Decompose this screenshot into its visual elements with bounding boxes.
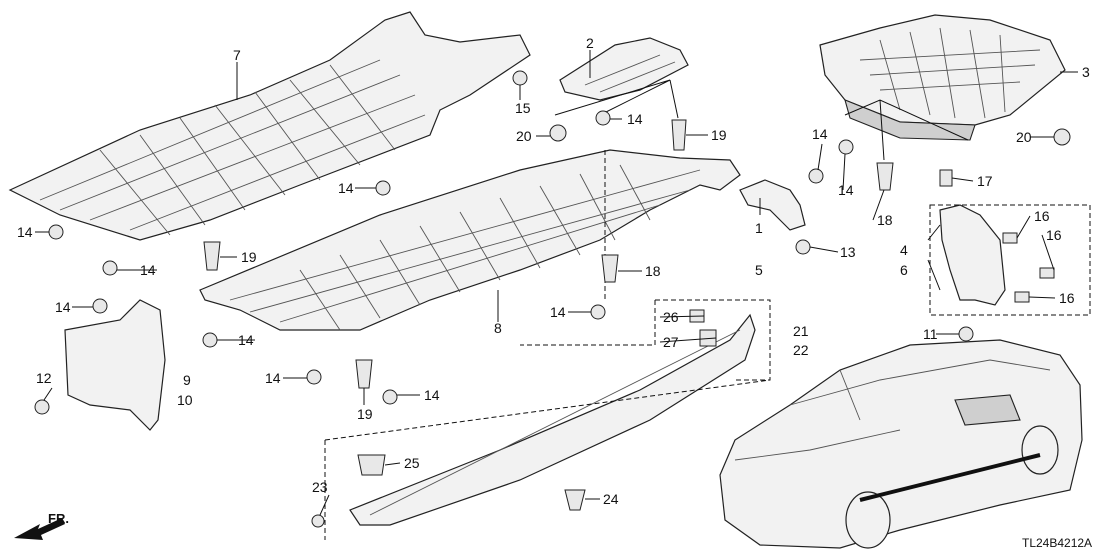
fastener	[102, 260, 118, 276]
callout-23: 23	[312, 479, 328, 495]
callout-21: 21	[793, 323, 809, 339]
callout-14: 14	[838, 182, 854, 198]
callout-14: 14	[424, 387, 440, 403]
undercover-7	[8, 11, 531, 241]
fastener	[808, 168, 824, 184]
front-marker-label: FR.	[48, 511, 69, 526]
fastener	[1002, 232, 1018, 244]
callout-20: 20	[1016, 129, 1032, 145]
callout-19: 19	[241, 249, 257, 265]
fastener	[34, 399, 50, 415]
fastener	[958, 326, 974, 342]
callout-12: 12	[36, 370, 52, 386]
callout-14: 14	[17, 224, 33, 240]
callout-14: 14	[338, 180, 354, 196]
callout-leaders	[35, 85, 1056, 516]
callout-5: 5	[755, 262, 763, 278]
callout-15: 15	[515, 100, 531, 116]
fastener	[1014, 291, 1030, 303]
callout-1: 1	[755, 220, 763, 236]
front-direction-arrow: FR.	[14, 511, 69, 540]
fasteners	[34, 70, 1071, 528]
callout-19: 19	[357, 406, 373, 422]
fastener	[48, 224, 64, 240]
fastener	[1053, 128, 1071, 146]
callout-7: 7	[233, 47, 241, 63]
fastener	[202, 332, 218, 348]
fastener	[355, 359, 373, 389]
leader-lines	[236, 50, 1078, 322]
callout-16: 16	[1046, 227, 1062, 243]
callout-16: 16	[1034, 208, 1050, 224]
callout-labels: 7 2 3 8 1 5 4 6 9 10 11 12 13 14 14 14 1…	[17, 35, 1090, 507]
callout-22: 22	[793, 342, 809, 358]
fastener	[595, 110, 611, 126]
callout-17: 17	[977, 173, 993, 189]
callout-4: 4	[900, 242, 908, 258]
fastener	[549, 124, 567, 142]
side-sill-21-22	[349, 313, 756, 526]
fastener	[590, 304, 606, 320]
fastener	[92, 298, 108, 314]
callout-2: 2	[586, 35, 594, 51]
callout-19: 19	[711, 127, 727, 143]
fastener	[671, 119, 687, 151]
bracket-1-5	[739, 179, 806, 231]
fastener	[795, 239, 811, 255]
callout-14: 14	[627, 111, 643, 127]
callout-9: 9	[183, 372, 191, 388]
callout-14: 14	[55, 299, 71, 315]
callout-16: 16	[1059, 290, 1075, 306]
callout-6: 6	[900, 262, 908, 278]
fastener	[876, 162, 894, 191]
figure-code: TL24B4212A	[1022, 536, 1092, 550]
callout-18: 18	[877, 212, 893, 228]
callout-13: 13	[840, 244, 856, 260]
splash-guard-4-6	[939, 204, 1006, 306]
fastener	[311, 514, 325, 528]
callout-20: 20	[516, 128, 532, 144]
callout-11: 11	[923, 326, 938, 342]
fastener	[382, 389, 398, 405]
callout-14: 14	[550, 304, 566, 320]
mud-flap-9-10	[64, 299, 166, 431]
callout-14: 14	[265, 370, 281, 386]
fastener	[939, 169, 953, 187]
callout-8: 8	[494, 320, 502, 336]
fastener	[564, 489, 586, 511]
fastener	[838, 139, 854, 155]
fastener	[357, 454, 386, 476]
fastener	[512, 70, 528, 86]
undercover-3	[819, 14, 1066, 141]
callout-24: 24	[603, 491, 619, 507]
fastener	[1039, 267, 1055, 279]
callout-14: 14	[812, 126, 828, 142]
callout-10: 10	[177, 392, 193, 408]
undercover-2	[559, 37, 689, 101]
fastener	[306, 369, 322, 385]
callout-3: 3	[1082, 64, 1090, 80]
callout-18: 18	[645, 263, 661, 279]
callout-27: 27	[663, 334, 679, 350]
car-illustration	[719, 339, 1083, 549]
fastener	[601, 254, 619, 283]
fastener	[375, 180, 391, 196]
callout-25: 25	[404, 455, 420, 471]
fastener	[203, 241, 221, 271]
